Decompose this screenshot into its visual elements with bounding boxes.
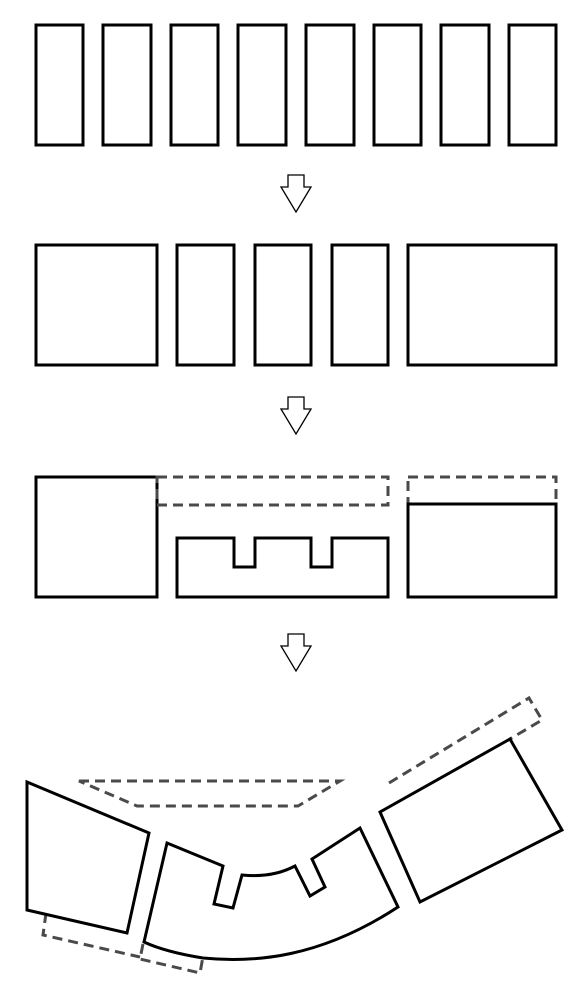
stage-1-blocks [34,23,558,147]
stage-3-block-left [34,475,159,599]
stage-2-blocks [34,243,558,367]
stage-2-block-wide [34,243,159,367]
stage-1-block [169,23,220,147]
stage-3-removed-outline [155,475,390,507]
stage-2-block [175,243,236,367]
stage-1-block [439,23,491,147]
stage-1-block [236,23,288,147]
stage-3-notched-block [175,536,390,599]
stage-4-blocks [25,695,565,975]
down-arrow-icon [279,174,313,214]
stage-2-block [253,243,313,367]
stage-4-block-right [378,736,565,905]
stage-1-block [101,23,153,147]
stage-2-block [330,243,390,367]
stage-4-base-outline [138,943,206,975]
stage-4-curved-notched-block [142,825,400,962]
stage-3-removed-outline [406,475,558,506]
stage-1-block [372,23,423,147]
stage-2-block-wide [406,243,558,367]
down-arrow-icon [279,396,313,436]
stage-3-block-right [406,502,558,599]
stage-4-roof-outline-right [388,695,545,785]
stage-1-block [304,23,356,147]
stage-4-roof-outline [78,779,346,808]
stage-4-block-left [25,779,151,935]
stage-3-blocks [34,475,558,599]
stage-1-block [34,23,85,147]
down-arrow-icon [279,633,313,673]
stage-1-block [507,23,558,147]
stage-4-base-outline [41,912,141,959]
